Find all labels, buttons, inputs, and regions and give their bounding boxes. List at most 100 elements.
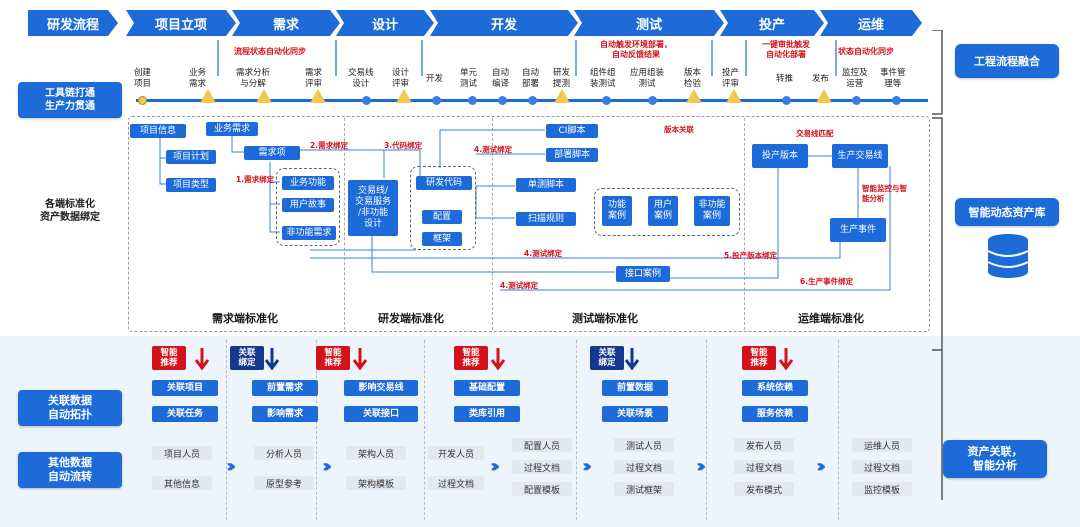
tag-smart-rec: 智能 推荐 (742, 346, 776, 370)
chevron-right-icon: ››› (696, 456, 707, 477)
node-tx-design: 交易线/ 交易服务 /非功能 设计 (348, 180, 398, 236)
other-item: 监控模板 (852, 482, 912, 496)
divider (706, 340, 707, 520)
assoc-item: 影响交易线 (344, 380, 418, 396)
tag-smart-rec: 智能 推荐 (454, 346, 488, 370)
divider (316, 340, 317, 520)
divider (838, 340, 839, 520)
assoc-item: 系统依赖 (742, 380, 808, 396)
other-item: 项目人员 (152, 446, 212, 460)
marker (554, 89, 570, 103)
left-label-transfer: 其他数据 自动流转 (18, 452, 122, 488)
label-test-bind-b: 4.测试绑定 (524, 249, 563, 258)
phase-design: 设计 (336, 10, 434, 36)
tag-bind: 关联 绑定 (230, 346, 264, 370)
chevron-right-icon: ››› (490, 456, 501, 477)
step-biz: 业务 需求 (189, 68, 207, 89)
node-user-case: 用户 案例 (648, 196, 678, 226)
chevron-right-icon: ››› (226, 456, 237, 477)
chevron-right-icon: ››› (816, 456, 827, 477)
other-item: 过程文档 (512, 460, 572, 474)
step-analysis: 需求分析 与分解 (236, 68, 271, 89)
label-release-bind: 5.投产版本绑定 (724, 251, 778, 260)
label-smart-monitor: 智能监控与智 能分析 (862, 184, 907, 203)
other-item: 过程文档 (614, 460, 674, 474)
node-project-info: 项目信息 (130, 124, 186, 138)
left-label-toolchain: 工具链打通 生产力贯通 (18, 82, 122, 118)
step-release-review: 投产 评审 (722, 68, 740, 89)
divider (424, 340, 425, 520)
node-prod-txline: 生产交易线 (832, 144, 888, 168)
assoc-item: 类库引用 (454, 406, 520, 422)
other-item: 配置人员 (512, 438, 572, 452)
step-unit: 单元 测试 (460, 68, 478, 89)
test-group (594, 188, 740, 236)
other-item: 分析人员 (254, 446, 314, 460)
assoc-item: 基础配置 (454, 380, 520, 396)
step-comp-test: 组件组 装测试 (590, 68, 616, 89)
node-unit-script: 单测脚本 (516, 178, 576, 192)
right-box-asset-library: 智能动态资产库 (955, 198, 1059, 226)
other-item: 其他信息 (152, 476, 212, 490)
node-project-type: 项目类型 (166, 178, 216, 192)
other-item: 过程文档 (734, 460, 794, 474)
phase-project: 项目立项 (126, 10, 236, 36)
phase-release: 投产 (720, 10, 824, 36)
step-compile: 自动 编译 (492, 68, 510, 89)
left-label-topology: 关联数据 自动拓扑 (18, 390, 122, 426)
marker (686, 89, 702, 103)
phase-dev: 开发 (430, 10, 578, 36)
note-sync: 流程状态自动化同步 (234, 47, 306, 56)
node-ci-script: CI脚本 (546, 124, 598, 138)
phase-requirement: 需求 (232, 10, 340, 36)
assoc-item: 关联项目 (152, 380, 218, 396)
note-approve: 一键审批触发 自动化部署 (762, 40, 810, 59)
node-user-story: 用户故事 (282, 198, 334, 212)
phase-arrows (217, 40, 837, 76)
node-biz-req: 业务需求 (206, 122, 258, 136)
label-event-bind: 6.生产事件绑定 (800, 277, 854, 286)
right-box-engineering: 工程流程融合 (955, 44, 1059, 78)
chevron-right-icon: ››› (322, 456, 333, 477)
middle-container (128, 116, 930, 332)
section-dev: 研发端标准化 (376, 310, 446, 326)
assoc-item: 关联接口 (344, 406, 418, 422)
node-config: 配置 (422, 210, 462, 224)
step-incident: 事件管 理等 (880, 68, 906, 89)
label-code-bind: 3.代码绑定 (384, 141, 423, 150)
step-create: 创建 项目 (134, 68, 152, 89)
step-app-test: 应用组装 测试 (630, 68, 665, 89)
other-item: 运维人员 (852, 438, 912, 452)
note-env: 自动触发环境部署， 自动反馈结果 (600, 40, 672, 59)
marker (726, 89, 742, 103)
marker (528, 96, 537, 105)
note-ops-sync: 状态自动化同步 (838, 47, 894, 56)
other-item: 发布模式 (734, 482, 794, 496)
marker (498, 96, 507, 105)
marker (396, 89, 412, 103)
marker (468, 96, 477, 105)
other-item: 架构模板 (346, 476, 406, 490)
label-txline-match: 交易线匹配 (796, 129, 834, 138)
tag-bind: 关联 绑定 (590, 346, 624, 370)
right-bracket (932, 30, 943, 500)
assoc-item: 前置需求 (252, 380, 318, 396)
section-req: 需求端标准化 (210, 310, 280, 326)
divider (226, 340, 227, 520)
marker (362, 96, 371, 105)
assoc-item: 关联场景 (602, 406, 668, 422)
assoc-item: 前置数据 (602, 380, 668, 396)
marker (892, 96, 901, 105)
node-dev-code: 研发代码 (416, 176, 472, 190)
step-version: 版本 检验 (684, 68, 702, 89)
node-req-item: 需求项 (244, 146, 300, 160)
tag-smart-rec: 智能 推荐 (152, 346, 186, 370)
other-item: 过程文档 (852, 460, 912, 474)
other-item: 配置模板 (512, 482, 572, 496)
step-monitor: 监控及 运营 (842, 68, 868, 89)
label-test-bind-c: 4.测试绑定 (500, 281, 539, 290)
step-transfer: 转推 (776, 74, 794, 84)
req-group (276, 168, 340, 246)
node-func-case: 功能 案例 (602, 196, 632, 226)
marker (432, 96, 441, 105)
